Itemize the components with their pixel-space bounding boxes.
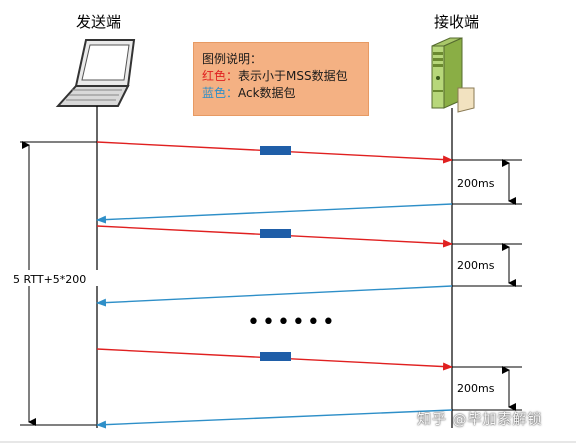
delay-bracket	[452, 159, 522, 205]
legend-blue-key: 蓝色：	[202, 86, 239, 100]
delay-label: 200ms	[457, 259, 495, 272]
delay-bracket	[452, 366, 522, 411]
sender-title: 发送端	[76, 13, 121, 31]
total-time-label: 5 RTT+5*200	[13, 273, 86, 286]
legend-blue-text: Ack数据包	[238, 86, 296, 100]
ack-arrow	[96, 203, 453, 224]
receiver-title: 接收端	[434, 13, 479, 31]
legend-red-text: 表示小于MSS数据包	[238, 69, 348, 83]
legend-red-key: 红色：	[202, 69, 239, 83]
data-packet	[260, 229, 291, 238]
ellipsis: ••••••	[247, 310, 337, 335]
laptop-icon	[55, 39, 136, 107]
delay-label: 200ms	[457, 382, 495, 395]
data-packet	[260, 352, 291, 361]
server-icon	[431, 37, 475, 113]
delay-label: 200ms	[457, 177, 495, 190]
legend-heading: 图例说明：	[202, 52, 263, 66]
legend-red-row: 红色：表示小于MSS数据包	[202, 68, 368, 85]
legend-blue-row: 蓝色：Ack数据包	[202, 85, 368, 102]
legend-box: 图例说明： 红色：表示小于MSS数据包 蓝色：Ack数据包	[193, 42, 369, 116]
delay-bracket	[452, 243, 522, 287]
watermark: 知乎 @毕加索解锁	[417, 412, 543, 428]
ack-arrow	[96, 409, 453, 429]
ack-arrow	[96, 285, 453, 307]
data-packet	[260, 146, 291, 155]
